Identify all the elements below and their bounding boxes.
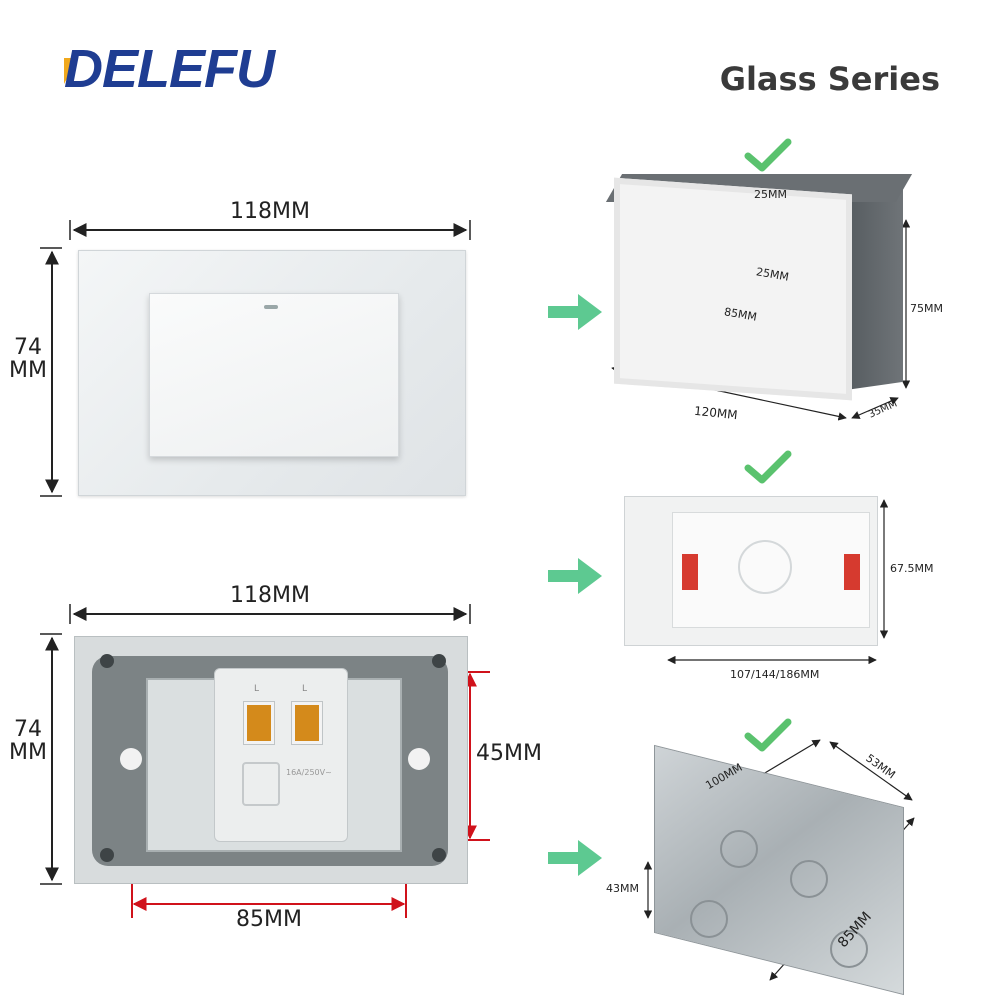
contact-terminal-right xyxy=(291,701,323,745)
red-mounting-clip-right xyxy=(844,554,860,590)
corner-screw-hole xyxy=(432,848,446,862)
mounting-keyhole-left xyxy=(120,748,142,770)
hole-height-label: 45MM xyxy=(476,741,542,766)
mounting-keyhole-right xyxy=(408,748,430,770)
contact-terminal-left xyxy=(243,701,275,745)
arrow-right-icon xyxy=(548,840,602,876)
knockout-circle xyxy=(738,540,792,594)
red-mounting-clip-left xyxy=(682,554,698,590)
box2-width: 107/144/186MM xyxy=(730,668,820,681)
checkmark-icon xyxy=(744,718,792,752)
ground-terminal xyxy=(242,762,280,806)
box1-top-notch: 25MM xyxy=(754,188,787,201)
box1-height: 75MM xyxy=(910,302,943,315)
logo-accent xyxy=(64,58,78,84)
checkmark-icon xyxy=(744,450,792,484)
metal-knockout xyxy=(830,930,868,968)
corner-screw-hole xyxy=(432,654,446,668)
metal-knockout xyxy=(720,830,758,868)
arrow-right-icon xyxy=(548,558,602,594)
checkmark-icon xyxy=(744,138,792,172)
socket-height-value: 74 xyxy=(14,717,42,742)
terminal-label-left: L xyxy=(254,684,260,694)
plastic-backbox xyxy=(614,177,852,401)
rating-label: 16A/250V~ xyxy=(286,768,332,777)
box2-height: 67.5MM xyxy=(890,562,934,575)
terminal-label-right: L xyxy=(302,684,308,694)
metal-knockout xyxy=(790,860,828,898)
series-title: Glass Series xyxy=(719,60,940,98)
arrow-right-icon xyxy=(548,294,602,330)
switch-rocker xyxy=(149,293,399,457)
corner-screw-hole xyxy=(100,848,114,862)
indicator-led xyxy=(264,305,278,309)
switch-height-value: 74 xyxy=(14,335,42,360)
switch-width-label: 118MM xyxy=(230,199,310,224)
brand-logo: DELEFU xyxy=(64,39,275,99)
backbox-side xyxy=(845,181,903,391)
socket-width-label: 118MM xyxy=(230,583,310,608)
switch-height-unit: MM xyxy=(9,358,47,384)
socket-height-unit: MM xyxy=(9,740,47,766)
corner-screw-hole xyxy=(100,654,114,668)
metal-knockout xyxy=(690,900,728,938)
box3-height: 43MM xyxy=(606,882,639,895)
socket-module xyxy=(214,668,348,842)
hole-spacing-label: 85MM xyxy=(236,907,302,932)
